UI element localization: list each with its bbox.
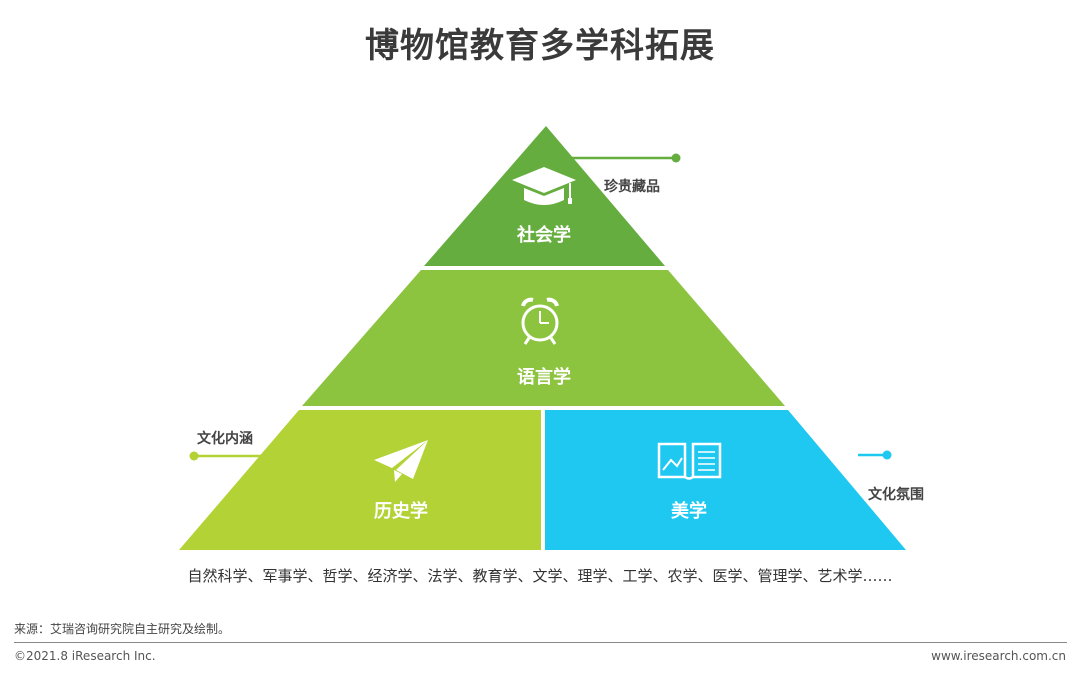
copyright: ©2021.8 iResearch Inc. — [14, 649, 156, 663]
website-url: www.iresearch.com.cn — [931, 649, 1066, 663]
alarm-clock-icon — [521, 297, 559, 345]
tier-bottom-left-shape — [179, 410, 541, 550]
tier-bottom-right-shape — [545, 410, 906, 550]
paper-plane-icon — [374, 440, 428, 482]
tier-label-sociology: 社会学 — [517, 225, 571, 246]
footer-divider — [14, 642, 1067, 643]
source-note: 来源：艾瑞咨询研究院自主研究及绘制。 — [14, 622, 231, 636]
callout-right-connector — [858, 450, 892, 460]
callout-cultural-connotation: 文化内涵 — [197, 431, 253, 447]
tier-label-linguistics: 语言学 — [517, 367, 571, 388]
callout-left-connector — [189, 451, 262, 461]
graduation-cap-icon — [512, 167, 576, 205]
tier-middle-shape — [302, 270, 785, 406]
callout-top-connector — [570, 153, 681, 163]
open-book-icon — [657, 442, 722, 480]
page-title: 博物馆教育多学科拓展 — [365, 26, 715, 66]
tier-label-history: 历史学 — [374, 501, 428, 522]
disciplines-list: 自然科学、军事学、哲学、经济学、法学、教育学、文学、理学、工学、农学、医学、管理… — [187, 567, 893, 585]
callout-precious-collections: 珍贵藏品 — [604, 179, 660, 195]
tier-label-aesthetics: 美学 — [671, 501, 707, 522]
callout-cultural-atmosphere: 文化氛围 — [868, 487, 924, 503]
